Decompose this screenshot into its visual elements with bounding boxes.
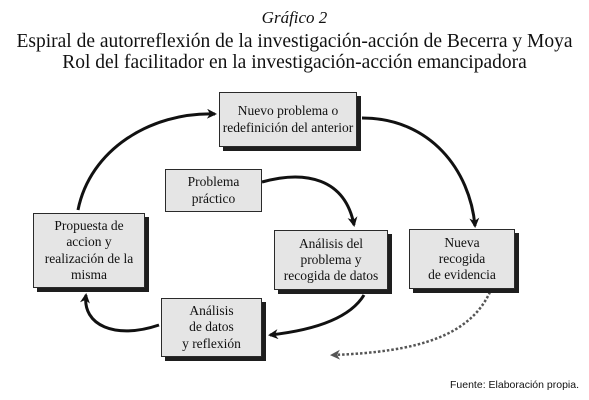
box-problem-analysis: Análisis del problema y recogida de dato… (274, 230, 388, 290)
arrow-practical-to-analysis (261, 175, 358, 227)
arrow-analysis-to-action (79, 293, 160, 333)
arrow-evidence-dashed (330, 291, 492, 360)
arrow-action-to-new-problem (76, 108, 217, 211)
figure-subtitle: Rol del facilitador en la investigación-… (62, 52, 527, 73)
arrow-problem-analysis-to-data-analysis (268, 294, 366, 340)
box-new-evidence: Nueva recogida de evidencia (409, 229, 515, 289)
box-practical-problem: Problema práctico (165, 169, 262, 212)
box-action-proposal: Propuesta de accion y realización de la … (33, 213, 145, 288)
arrow-new-problem-to-evidence (361, 116, 480, 228)
box-data-analysis: Análisis de datos y reflexión (161, 298, 262, 357)
figure-title: Espiral de autorreflexión de la investig… (16, 31, 573, 52)
figure-label: Gráfico 2 (261, 8, 328, 27)
source-note: Fuente: Elaboración propia. (450, 379, 579, 391)
box-new-problem: Nuevo problema o redefinición del anteri… (219, 92, 357, 147)
